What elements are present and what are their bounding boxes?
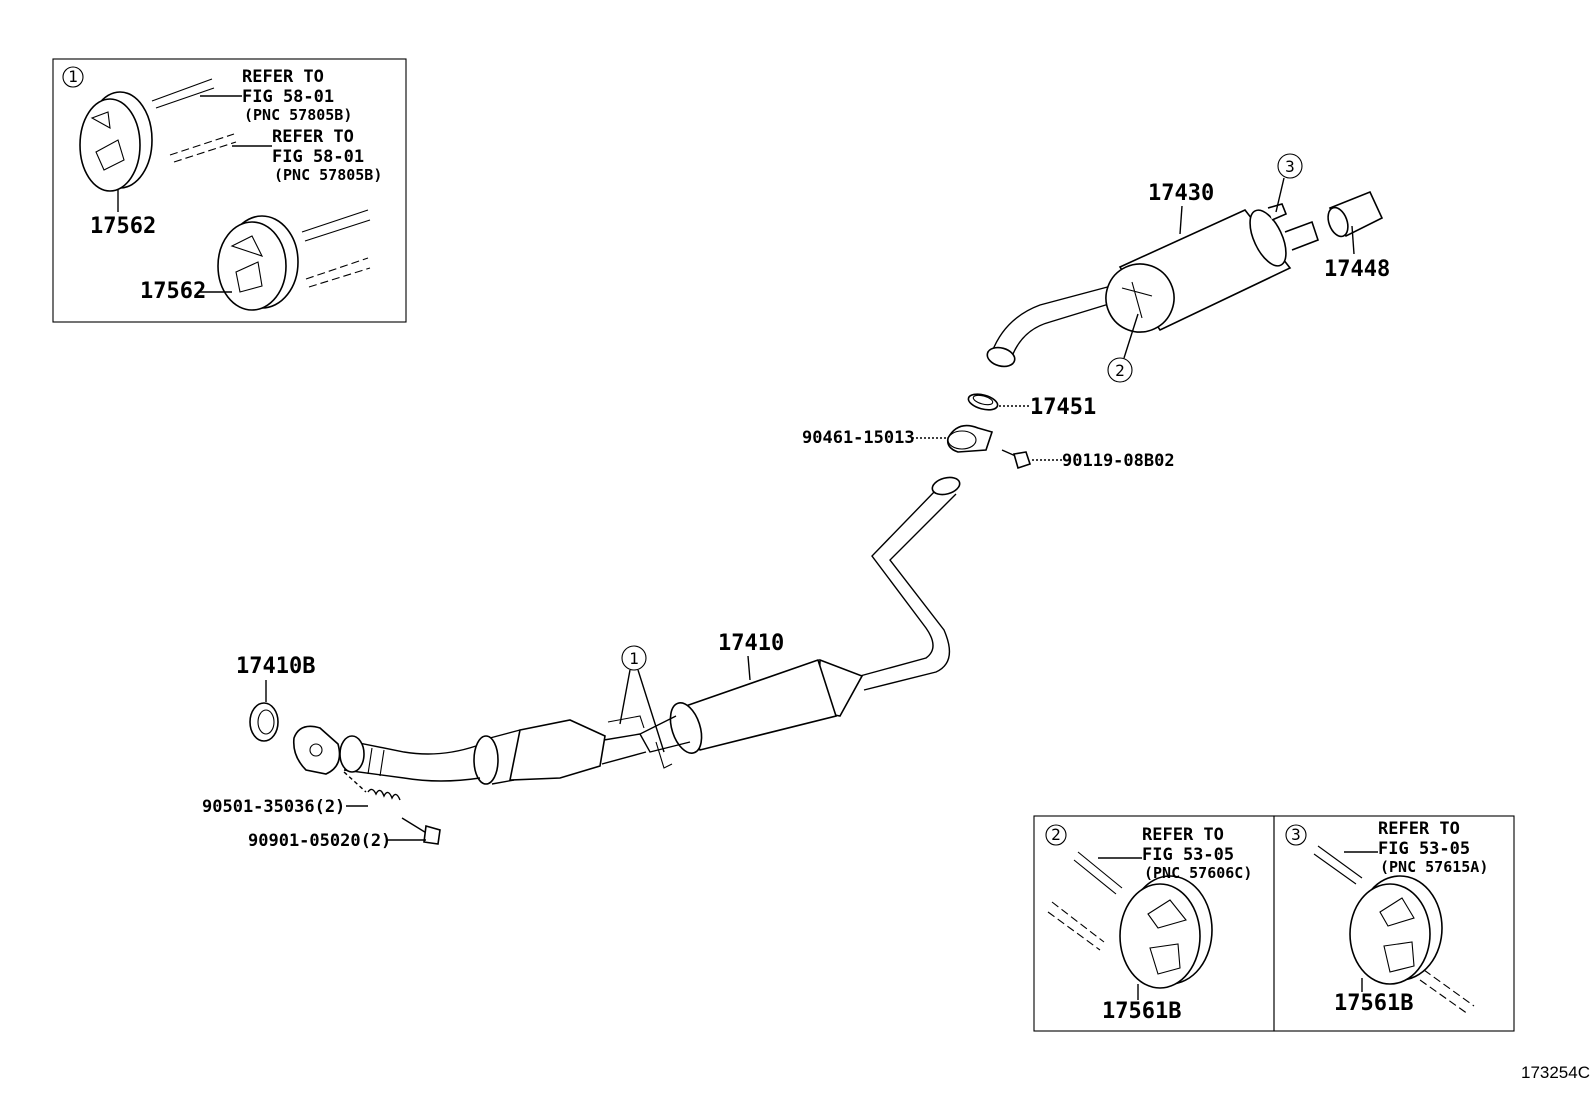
inset-3-box: 3 REFER TO FIG 53-05 (PNC 57615A) 17561B [1273, 815, 1515, 1032]
inset-1-hanger-b [217, 215, 299, 311]
inset-1-rod-d [305, 257, 371, 288]
callout-3-main: 3 [1285, 157, 1295, 176]
bolt-90119 [1001, 449, 1032, 470]
inset-2-box: 2 REFER TO FIG 53-05 (PNC 57606C) 17561B [1033, 815, 1275, 1032]
inset-3-rod-b [1419, 969, 1475, 1015]
inset-1-ref-b-line3: (PNC 57805B) [274, 166, 382, 184]
inset-1-ref-b-line2: FIG 58-01 [272, 147, 364, 167]
inset-3-part-label: 17561B [1334, 991, 1413, 1016]
gasket-17410b [249, 702, 279, 742]
label-90901-05020: 90901-05020(2) [248, 831, 391, 851]
inset-1-hanger-a [79, 91, 153, 192]
label-17430: 17430 [1148, 181, 1214, 206]
inset-3-rod-a [1313, 845, 1363, 885]
gasket-17451 [967, 393, 999, 411]
label-17410: 17410 [718, 631, 784, 656]
label-90501-35036: 90501-35036(2) [202, 797, 345, 817]
callout-1-main: 1 [629, 649, 639, 668]
label-17410B: 17410B [236, 654, 315, 679]
inset-2-ref-line2: FIG 53-05 [1142, 845, 1234, 865]
front-pipe-assembly [292, 476, 961, 785]
inset-1-ref-a-line2: FIG 58-01 [242, 87, 334, 107]
inset-3-ref-line1: REFER TO [1378, 819, 1460, 839]
inset-2-ref-line3: (PNC 57606C) [1144, 864, 1252, 882]
inset-1-rod-c [301, 209, 371, 242]
tail-pipe-tip [1327, 190, 1384, 238]
figure-id: 173254C [1521, 1063, 1590, 1082]
label-90119-08B02: 90119-08B02 [1062, 451, 1175, 471]
label-17448: 17448 [1324, 257, 1390, 282]
inset-1-box: 1 REFER TO FIG 58-01 (PNC 57805B) REFER … [52, 58, 407, 323]
inset-1-ref-a-line3: (PNC 57805B) [244, 106, 352, 124]
label-17451: 17451 [1030, 395, 1096, 420]
inset-1-part-b-label: 17562 [140, 279, 206, 304]
inset-1-rod-b [169, 133, 237, 163]
bolt-90901 [401, 817, 441, 845]
inset-1-part-a-label: 17562 [90, 214, 156, 239]
label-90461-15013: 90461-15013 [802, 428, 915, 448]
inset-1-ref-b-line1: REFER TO [272, 127, 354, 147]
muffler-assembly [986, 203, 1320, 368]
inset-3-callout: 3 [1291, 825, 1301, 844]
inset-3-ref-line2: FIG 53-05 [1378, 839, 1470, 859]
inset-2-rod-b [1047, 901, 1105, 951]
inset-2-ref-line1: REFER TO [1142, 825, 1224, 845]
callout-2-main: 2 [1115, 361, 1125, 380]
inset-3-ref-line3: (PNC 57615A) [1380, 858, 1488, 876]
inset-1-rod-a [151, 78, 215, 109]
clamp-90461 [946, 424, 994, 453]
inset-1-ref-a-line1: REFER TO [242, 67, 324, 87]
inset-2-hanger [1119, 875, 1213, 989]
spring-90501 [343, 771, 401, 801]
inset-2-callout: 2 [1051, 825, 1061, 844]
inset-2-rod-a [1073, 851, 1123, 895]
inset-1-callout: 1 [68, 67, 78, 86]
inset-3-hanger [1349, 875, 1443, 985]
inset-2-part-label: 17561B [1102, 999, 1181, 1024]
